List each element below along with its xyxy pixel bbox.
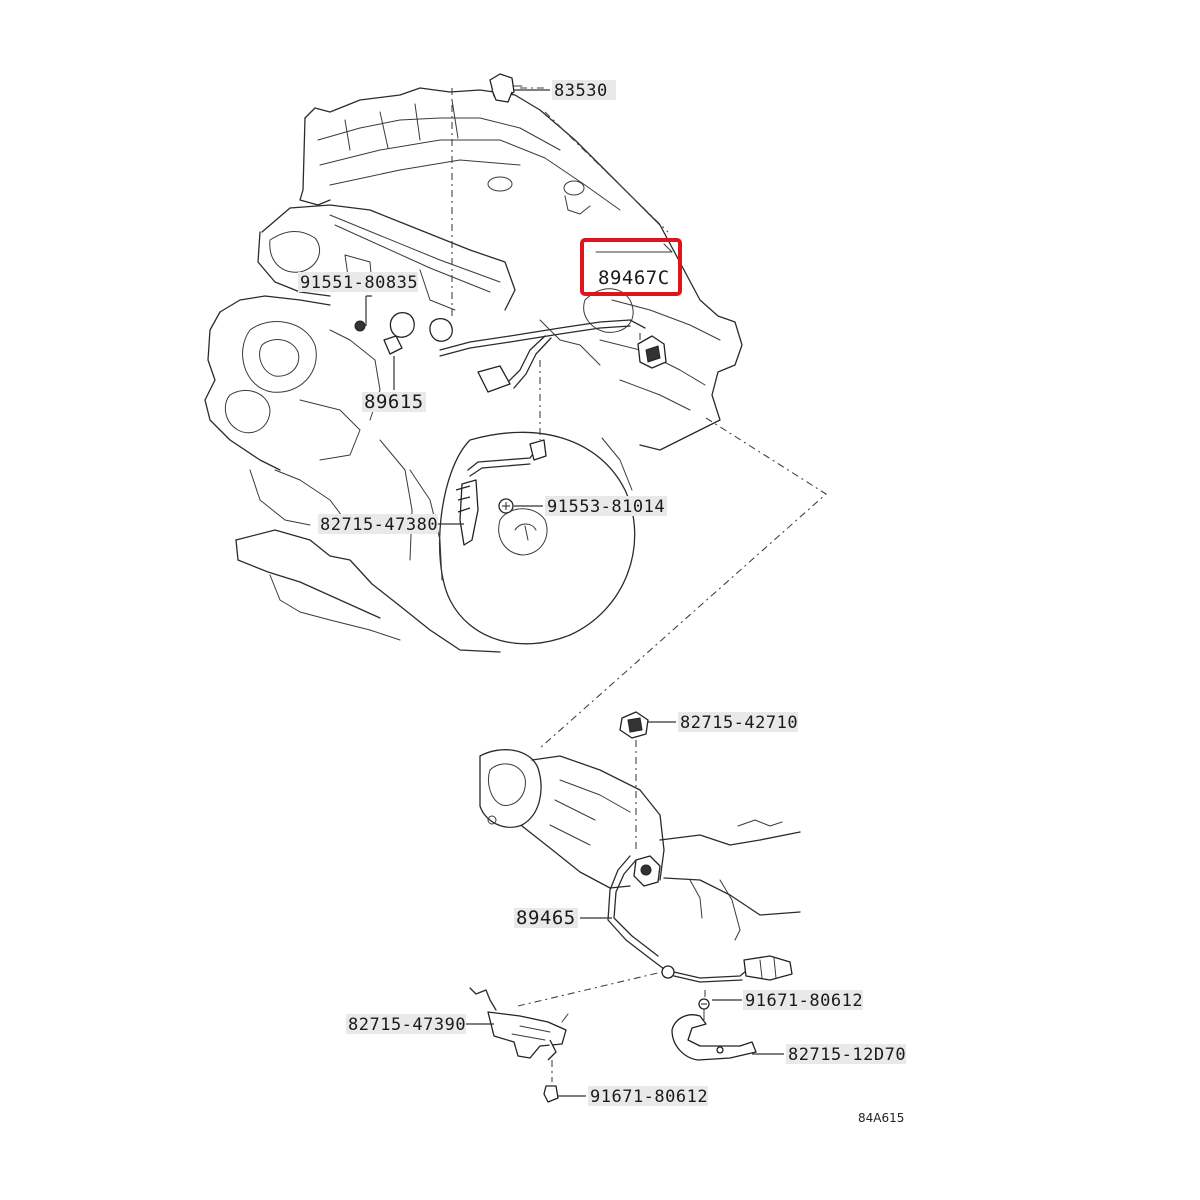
label-91671-80612-upper[interactable]: 91671-80612: [745, 991, 863, 1011]
label-91671-80612-lower[interactable]: 91671-80612: [590, 1087, 708, 1107]
leader-lines: [365, 89, 784, 1097]
label-89615[interactable]: 89615: [364, 391, 424, 413]
label-89465[interactable]: 89465: [516, 907, 576, 929]
label-91551-80835[interactable]: 91551-80835: [300, 273, 418, 293]
label-89467c[interactable]: 89467C: [598, 267, 670, 289]
label-82715-42710[interactable]: 82715-42710: [680, 713, 798, 733]
label-82715-47380[interactable]: 82715-47380: [320, 515, 438, 535]
exhaust-converter-illustration: [469, 711, 801, 1103]
label-82715-47390[interactable]: 82715-47390: [348, 1015, 466, 1035]
part-labels: 83530 91551-80835 89615 91553-81014 8271…: [298, 80, 906, 1125]
label-83530[interactable]: 83530: [554, 81, 608, 101]
reference-lines: [451, 87, 827, 1082]
label-91553-81014[interactable]: 91553-81014: [547, 497, 665, 517]
engine-assembly-illustration: [204, 73, 743, 653]
highlight-box: [580, 238, 682, 296]
label-82715-12d70[interactable]: 82715-12D70: [788, 1045, 906, 1065]
diagram-code: 84A615: [858, 1111, 904, 1125]
